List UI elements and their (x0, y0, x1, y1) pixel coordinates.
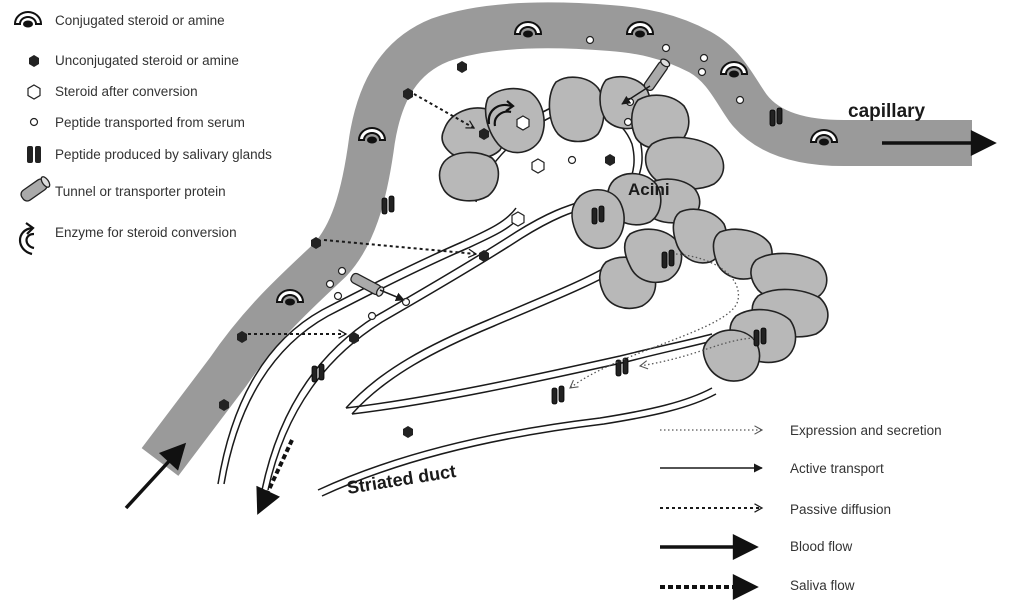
gland-peptide-icon (27, 146, 41, 163)
enzyme-icon (20, 223, 34, 254)
transporter-protein-icon (643, 58, 671, 92)
serum-peptide-icon (31, 119, 38, 126)
legend-bottom: Expression and secretion Active transpor… (660, 423, 942, 593)
striated-duct-label: Striated duct (345, 461, 457, 498)
legend-label: Blood flow (790, 539, 853, 554)
saliva-flow-arrow (266, 440, 292, 496)
legend-item: Enzyme for steroid conversion (20, 223, 237, 254)
legend-label: Passive diffusion (790, 502, 891, 517)
serum-peptide-icon (699, 69, 706, 76)
legend-label: Saliva flow (790, 578, 855, 593)
legend-label: Enzyme for steroid conversion (55, 225, 237, 240)
legend-item: Passive diffusion (660, 502, 891, 517)
converted-steroid-icon (517, 116, 529, 130)
transporter-protein-icon (19, 175, 51, 203)
legend-label: Expression and secretion (790, 423, 942, 438)
serum-peptide-icon (569, 157, 576, 164)
unconjugated-steroid-icon (605, 154, 615, 166)
legend-item: Blood flow (660, 539, 853, 554)
legend-item: Peptide transported from serum (31, 115, 245, 130)
serum-peptide-icon (327, 281, 334, 288)
serum-peptide-icon (663, 45, 670, 52)
serum-peptide-icon (701, 55, 708, 62)
legend-label: Tunnel or transporter protein (55, 184, 226, 199)
unconjugated-steroid-icon (29, 55, 39, 67)
legend-item: Steroid after conversion (28, 84, 198, 99)
legend-label: Peptide produced by salivary glands (55, 147, 272, 162)
capillary-label: capillary (848, 101, 926, 122)
legend-label: Steroid after conversion (55, 84, 198, 99)
serum-peptide-icon (335, 293, 342, 300)
gland-peptide-icon (616, 358, 628, 376)
legend-item: Unconjugated steroid or amine (29, 53, 239, 68)
converted-steroid-icon (532, 159, 544, 173)
legend-item: Tunnel or transporter protein (19, 175, 226, 203)
unconjugated-steroid-icon (457, 61, 467, 73)
serum-peptide-icon (625, 119, 632, 126)
legend-item: Conjugated steroid or amine (15, 12, 225, 28)
legend-label: Unconjugated steroid or amine (55, 53, 239, 68)
conjugated-steroid-icon (15, 12, 41, 28)
legend-label: Conjugated steroid or amine (55, 13, 225, 28)
legend-label: Active transport (790, 461, 884, 476)
legend-item: Saliva flow (660, 578, 855, 593)
legend-item: Expression and secretion (660, 423, 942, 438)
serum-peptide-icon (737, 97, 744, 104)
legend-item: Peptide produced by salivary glands (27, 146, 272, 163)
legend-label: Peptide transported from serum (55, 115, 245, 130)
legend-item: Active transport (660, 461, 884, 476)
legend-top: Conjugated steroid or amine Unconjugated… (15, 12, 272, 254)
serum-peptide-icon (339, 268, 346, 275)
converted-steroid-icon (28, 85, 40, 99)
serum-peptide-icon (369, 313, 376, 320)
unconjugated-steroid-icon (403, 426, 413, 438)
acini-label: Acini (628, 180, 670, 199)
gland-peptide-icon (382, 196, 394, 214)
gland-peptide-icon (552, 386, 564, 404)
serum-peptide-icon (587, 37, 594, 44)
converted-steroid-icon (512, 212, 524, 226)
